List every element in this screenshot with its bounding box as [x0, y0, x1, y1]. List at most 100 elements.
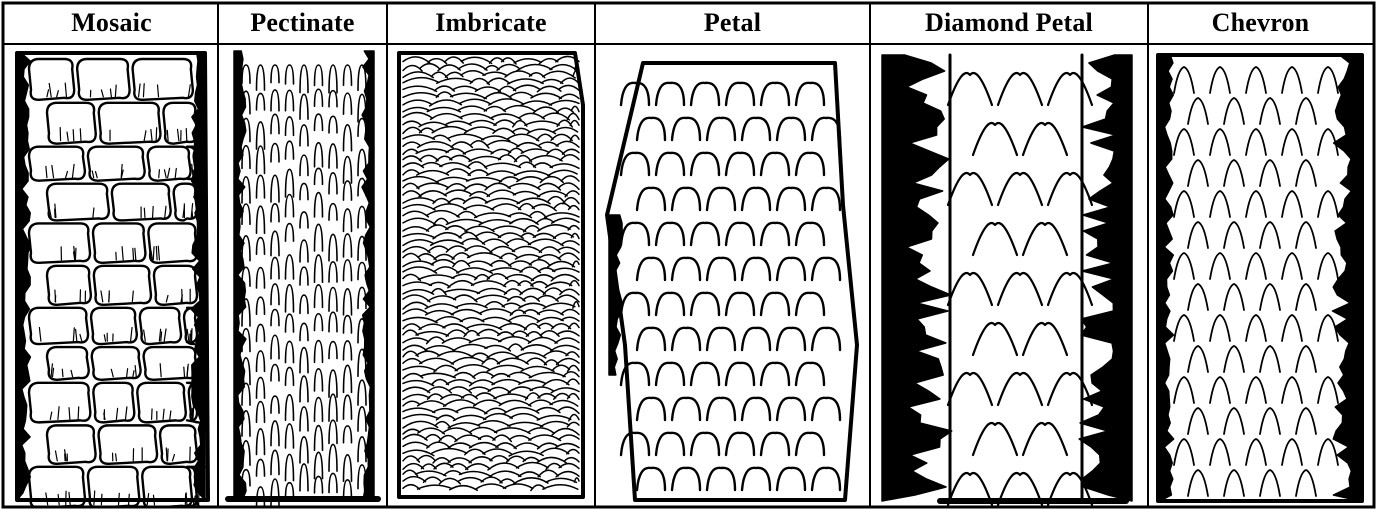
pectinate-tooth: [242, 383, 250, 405]
petal-arch: [742, 118, 770, 140]
mosaic-hatch: [49, 84, 51, 97]
pectinate-tooth: [344, 125, 352, 151]
chevron-mark: [1188, 222, 1208, 248]
chevron-mark: [1210, 315, 1230, 341]
panel-title-cell: Mosaic: [5, 3, 218, 43]
imbricate-scale-line: [403, 295, 430, 302]
pectinate-tooth: [329, 444, 337, 471]
pectinate-tooth: [286, 454, 294, 480]
imbricate-scale-line: [446, 380, 471, 385]
diamond-petal-scale: [973, 423, 1017, 455]
imbricate-scale-line: [446, 184, 466, 190]
imbricate-scale-line: [453, 344, 487, 351]
imbricate-scale-line: [510, 92, 533, 96]
imbricate-scale-line: [464, 205, 494, 210]
pectinate-tooth: [344, 289, 352, 315]
imbricate-scale-line: [483, 449, 511, 454]
petal-arch: [637, 188, 665, 210]
pectinate-left-bark-edge: [234, 51, 246, 501]
imbricate-scale-line: [446, 330, 466, 336]
imbricate-scale-line: [531, 93, 561, 98]
pectinate-tooth: [329, 65, 337, 93]
imbricate-scale-line: [468, 253, 502, 259]
imbricate-scale-line: [461, 239, 484, 245]
chevron-mark: [1282, 377, 1302, 403]
imbricate-scale-line: [521, 233, 535, 237]
mosaic-hatch: [178, 129, 179, 140]
mosaic-hatch: [69, 408, 70, 420]
imbricate-scale-line: [517, 177, 543, 182]
imbricate-scale-line: [572, 261, 579, 267]
imbricate-scale-line: [418, 428, 445, 434]
imbricate-scale-line: [427, 225, 448, 231]
petal-arch: [726, 433, 754, 455]
chevron-mark: [1296, 470, 1316, 496]
imbricate-scale-line: [558, 247, 579, 252]
pectinate-tooth: [344, 426, 352, 443]
imbricate-scale-line: [452, 274, 477, 278]
chevron-mark: [1260, 408, 1280, 434]
imbricate-scale-line: [532, 204, 556, 210]
imbricate-scale-line: [446, 121, 471, 125]
mosaic-hatch: [104, 335, 105, 341]
mosaic-hatch: [139, 84, 141, 97]
imbricate-scale-line: [403, 121, 421, 125]
chevron-mark: [1210, 67, 1230, 93]
imbricate-scale-line: [567, 422, 579, 427]
petal-arch: [691, 363, 719, 385]
imbricate-scale-line: [488, 463, 519, 470]
chevron-mark: [1210, 191, 1230, 217]
imbricate-scale-line: [487, 365, 523, 371]
pectinate-tooth: [344, 341, 352, 360]
pectinate-tooth: [329, 204, 337, 220]
mosaic-hatch: [73, 328, 74, 341]
petal-arch: [796, 83, 824, 105]
mosaic-hatch: [184, 367, 185, 377]
pectinate-tooth: [315, 369, 323, 391]
imbricate-scale-line: [559, 85, 579, 90]
petal-arch: [742, 398, 770, 420]
diamond-petal-scale: [998, 73, 1042, 105]
imbricate-scale-line: [558, 407, 579, 413]
imbricate-scale-line: [543, 303, 575, 309]
imbricate-scale-line: [449, 387, 471, 393]
mosaic-hatch: [93, 208, 94, 217]
pectinate-tooth: [271, 335, 279, 358]
chevron-mark: [1174, 253, 1194, 279]
petal-arch: [707, 188, 735, 210]
imbricate-scale-line: [470, 380, 494, 386]
imbricate-scale-line: [444, 400, 476, 406]
petal-arch: [812, 328, 840, 350]
panel-petal: Petal: [595, 3, 870, 507]
mosaic-hatch: [71, 370, 72, 376]
imbricate-scale-line: [487, 352, 518, 358]
imbricate-scale-line: [458, 478, 483, 482]
petal-arch: [621, 153, 649, 175]
imbricate-scale-line: [482, 358, 499, 364]
chevron-mark: [1318, 439, 1338, 465]
petal-arch: [777, 188, 805, 210]
pectinate-tooth: [358, 380, 366, 405]
mosaic-plate: [47, 425, 96, 463]
mosaic-hatch: [187, 329, 189, 341]
panel-title-chevron: Chevron: [1212, 8, 1310, 38]
imbricate-scale-line: [460, 472, 492, 477]
pectinate-tooth: [300, 407, 308, 431]
imbricate-scale-line: [465, 226, 494, 231]
imbricate-scale-line: [483, 239, 509, 246]
pectinate-tooth: [315, 341, 323, 363]
imbricate-scale-line: [457, 211, 477, 217]
imbricate-scale-line: [461, 71, 485, 75]
pectinate-tooth: [257, 146, 265, 173]
imbricate-scale-line: [573, 302, 579, 309]
imbricate-scale-line: [538, 225, 570, 231]
imbricate-scale-line: [520, 288, 545, 294]
imbricate-scale-line: [537, 416, 571, 420]
imbricate-scale-line: [533, 107, 558, 113]
diamond-petal-scale: [948, 173, 992, 205]
petal-arch: [707, 258, 735, 280]
imbricate-scale-line: [446, 226, 467, 232]
imbricate-scale-line: [557, 331, 579, 336]
imbricate-scale-line: [403, 324, 421, 329]
mosaic-hatch: [75, 248, 76, 260]
